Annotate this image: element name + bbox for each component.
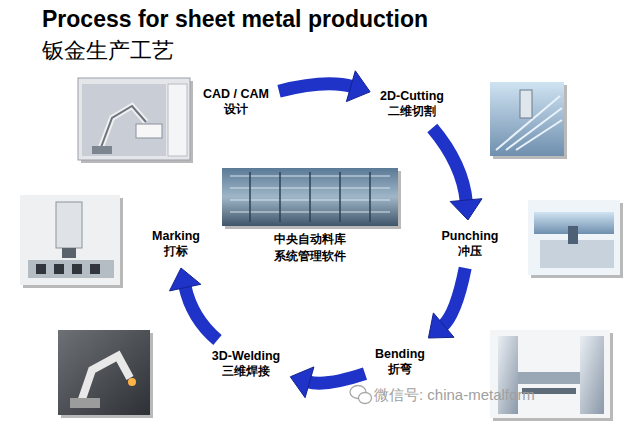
punching-photo [528,200,623,278]
flow-arrow [428,268,465,338]
process-step: 3D-Welding三维焊接 [209,347,284,381]
process-step: Marking打标 [149,227,203,261]
process-step: Bending折弯 [372,345,428,379]
flow-arrow [432,128,482,220]
step-name-cn: 冲压 [442,244,499,259]
step-name-cn: 打标 [152,244,200,259]
cad-photo [78,78,193,163]
arrow-shaft [308,374,365,383]
title: Process for sheet metal production [42,6,428,33]
flow-arrow [279,71,370,102]
step-name-cn: 三维焊接 [212,364,281,379]
arrow-shaft [279,84,353,91]
step-name-cn: 折弯 [375,362,425,377]
step-name: Punching [442,229,499,244]
step-name-cn: 设计 [203,102,269,117]
step-name: 3D-Welding [212,349,281,364]
step-name-cn: 二维切割 [380,104,444,119]
flow-arrow [170,268,218,340]
arrow-head [428,313,454,338]
process-step: Punching冲压 [439,227,502,261]
process-step: 中央自动料库 系统管理软件 [265,229,355,267]
step-name: 2D-Cutting [380,89,444,104]
watermark: 微信号: china-metalform [374,386,535,405]
subtitle: 钣金生产工艺 [42,36,174,66]
arrow-head [290,367,314,398]
arrow-head [450,199,482,220]
process-step: 2D-Cutting二维切割 [377,87,447,121]
step-name: Bending [375,347,425,362]
step-name: CAD / CAM [203,87,269,102]
arrow-shaft [432,128,466,202]
process-step: CAD / CAM设计 [200,85,272,119]
step-name: 中央自动料库 系统管理软件 [268,231,352,265]
arrow-shaft [442,268,465,326]
bending-photo [490,330,613,421]
arrow-head [170,268,201,291]
cutting-photo [490,82,567,159]
wechat-icon [350,386,372,404]
arrow-shaft [185,286,218,340]
marking-photo [20,195,123,288]
warehouse-photo [222,168,401,229]
welding-photo [58,330,153,418]
flow-arrow [290,367,365,398]
step-name: Marking [152,229,200,244]
arrow-head [346,71,370,102]
